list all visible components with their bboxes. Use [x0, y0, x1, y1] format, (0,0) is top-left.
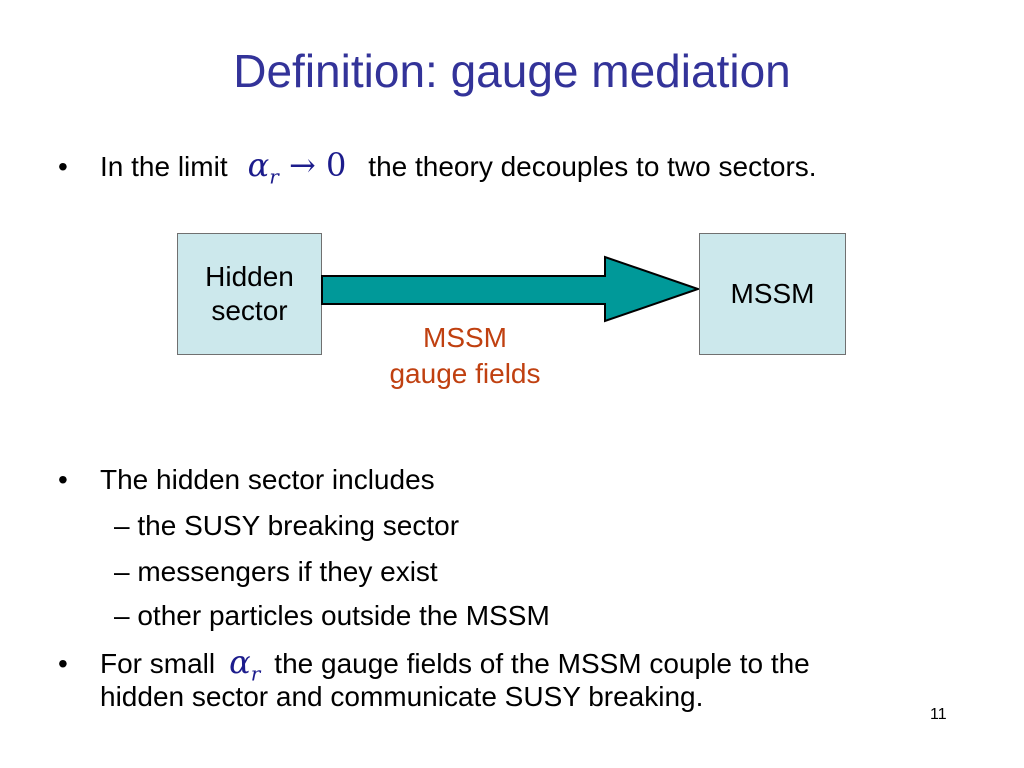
alpha-subscript: r — [250, 661, 261, 686]
alpha-symbol: α — [229, 643, 251, 681]
bullet-symbol: • — [58, 464, 68, 495]
mssm-box-label: MSSM — [730, 278, 815, 309]
bullet-small-alpha-line1: the gauge fields of the MSSM couple to t… — [274, 648, 810, 679]
bullet-limit-prefix: In the limit — [100, 151, 228, 182]
bullet-hidden-sector-text: The hidden sector includes — [100, 464, 435, 495]
sub-item-text: other particles outside the MSSM — [137, 600, 550, 631]
zero-value: 0 — [325, 146, 347, 184]
sub-item-text: messengers if they exist — [137, 556, 438, 587]
sub-item: – the SUSY breaking sector — [114, 509, 459, 543]
coupling-arrow — [321, 255, 702, 323]
bullet-small-alpha: • For small αr the gauge fields of the M… — [58, 645, 810, 690]
alpha-r-formula: αr — [229, 645, 260, 690]
sub-item: – other particles outside the MSSM — [114, 599, 550, 633]
alpha-symbol: α — [247, 146, 270, 184]
arrow-label-line1: MSSM — [423, 322, 507, 353]
alpha-r-to-zero-formula: αr → 0 — [248, 148, 347, 193]
arrow-label-line2: gauge fields — [389, 358, 541, 389]
right-arrow-symbol: → — [288, 146, 316, 184]
page-number: 11 — [930, 706, 947, 723]
bullet-symbol: • — [58, 151, 68, 182]
bullet-hidden-sector: • The hidden sector includes — [58, 463, 435, 497]
bullet-small-alpha-continuation: hidden sector and communicate SUSY break… — [100, 680, 703, 714]
dash-symbol: – — [114, 556, 130, 587]
alpha-subscript: r — [269, 164, 279, 189]
bullet-small-alpha-line2: hidden sector and communicate SUSY break… — [100, 681, 704, 712]
hidden-sector-box: Hidden sector — [177, 233, 322, 355]
bullet-limit-suffix: the theory decouples to two sectors. — [368, 151, 817, 182]
bullet-limit: • In the limit αr → 0 the theory decoupl… — [58, 148, 817, 193]
dash-symbol: – — [114, 510, 130, 541]
slide-title: Definition: gauge mediation — [233, 45, 791, 97]
arrow-label: MSSM gauge fields — [360, 320, 570, 392]
sub-item: – messengers if they exist — [114, 555, 438, 589]
hidden-sector-label-line1: Hidden — [205, 261, 294, 292]
sub-item-text: the SUSY breaking sector — [137, 510, 460, 541]
mssm-box: MSSM — [699, 233, 846, 355]
hidden-sector-label-line2: sector — [211, 295, 288, 326]
bullet-symbol: • — [58, 648, 68, 679]
bullet-small-alpha-prefix: For small — [100, 648, 216, 679]
dash-symbol: – — [114, 600, 130, 631]
